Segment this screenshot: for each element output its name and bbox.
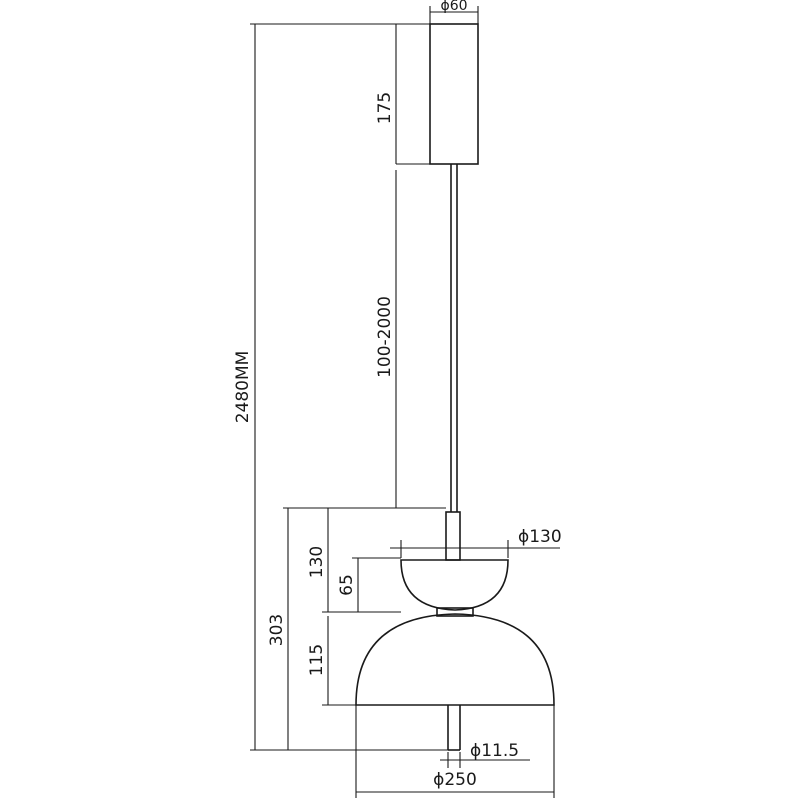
ceiling-canopy xyxy=(429,23,479,165)
connector-tube xyxy=(445,511,461,561)
fixture-height-label: 303 xyxy=(267,614,287,646)
upper-shade xyxy=(400,559,509,611)
lower-shade-height-label: 115 xyxy=(307,644,327,676)
upper-shade-depth-label: 65 xyxy=(337,574,357,596)
upper-shade-diameter-label: ϕ130 xyxy=(518,527,562,547)
rod-diameter-label: ϕ11.5 xyxy=(470,741,519,761)
shade-joint xyxy=(436,607,474,617)
dimension-labels: 2480MM 175 100-2000 303 130 65 115 ϕ60 ϕ… xyxy=(233,0,562,790)
lower-shade xyxy=(355,613,555,706)
canopy-diameter-label: ϕ60 xyxy=(440,0,467,14)
dimension-lines xyxy=(250,6,560,798)
total-height-label: 2480MM xyxy=(233,351,253,424)
cable-length-label: 100-2000 xyxy=(375,296,395,378)
lamp-outline xyxy=(355,23,555,751)
lower-shade-diameter-label: ϕ250 xyxy=(433,770,477,790)
upper-shade-height-label: 130 xyxy=(307,546,327,578)
canopy-height-label: 175 xyxy=(375,92,395,124)
